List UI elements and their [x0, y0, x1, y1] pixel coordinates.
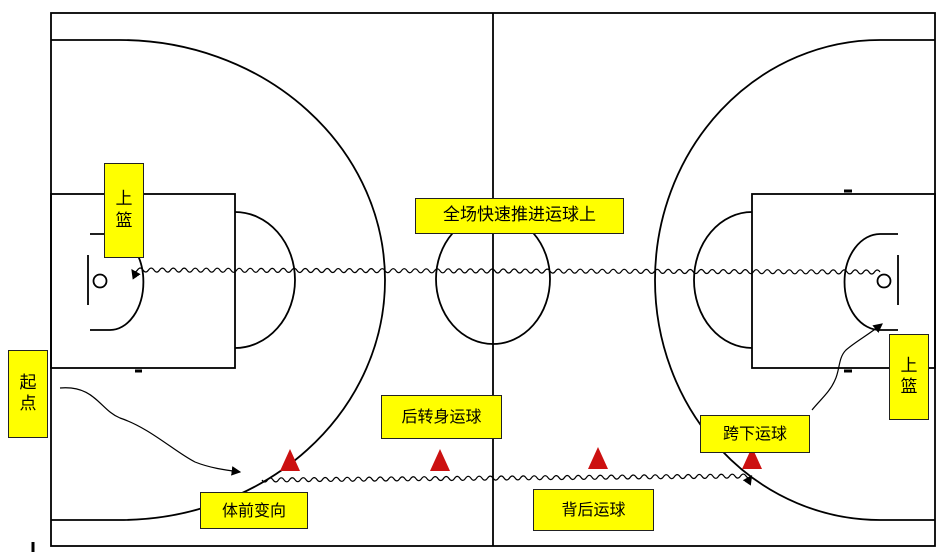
- behind-back-label: 背后运球: [533, 489, 654, 531]
- fast-break-dribble-path: [131, 267, 881, 280]
- right-layup-label: 上 篮: [889, 334, 929, 420]
- start-label: 起 点: [8, 350, 48, 438]
- right-free-throw-arc: [693, 211, 753, 349]
- left-free-throw-arc: [234, 211, 296, 349]
- crossover-front-label: 体前变向: [200, 492, 308, 529]
- left-layup-char-1: 上: [115, 189, 133, 210]
- bottom-dribble-path: [261, 473, 753, 486]
- left-three-point-line: [51, 39, 386, 521]
- right-three-point-line: [654, 39, 935, 521]
- fast-break-banner: 全场快速推进运球上: [415, 198, 624, 234]
- right-layup-char-2: 篮: [900, 377, 918, 397]
- cone-3: [588, 447, 608, 469]
- start-char-2: 点: [19, 394, 37, 414]
- spin-dribble-label: 后转身运球: [381, 395, 502, 439]
- cone-1: [280, 449, 300, 471]
- start-char-1: 起: [19, 372, 37, 393]
- right-layup-char-1: 上: [900, 355, 918, 376]
- between-legs-label: 跨下运球: [700, 415, 810, 453]
- right-layup-dribble-path: [811, 323, 883, 411]
- right-hoop: [876, 273, 892, 289]
- left-hoop: [92, 273, 108, 289]
- cone-2: [430, 449, 450, 471]
- start-dribble-path: [59, 387, 242, 476]
- left-layup-char-2: 篮: [115, 210, 133, 231]
- left-layup-label: 上 篮: [104, 163, 144, 258]
- right-key: [751, 193, 936, 369]
- right-restricted-arc: [843, 233, 898, 331]
- cone-4: [742, 447, 762, 469]
